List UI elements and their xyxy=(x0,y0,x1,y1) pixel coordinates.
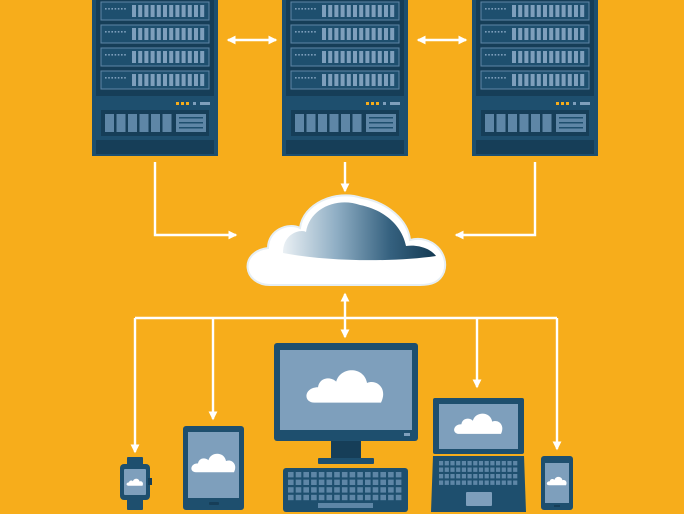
cloud-icon xyxy=(306,370,384,403)
server-rack-icon xyxy=(472,0,598,156)
cloud-icon xyxy=(246,194,447,286)
link-server-left-cloud xyxy=(153,162,238,240)
cloud xyxy=(246,194,447,286)
link-server-right-cloud xyxy=(454,162,537,240)
laptop-keys xyxy=(439,461,518,485)
cloud-icon xyxy=(546,476,567,486)
connectors xyxy=(130,35,562,454)
laptop xyxy=(431,398,526,512)
server-rack-icon xyxy=(282,0,408,156)
smartphone xyxy=(541,456,573,510)
desktop-monitor xyxy=(274,343,418,464)
keyboard-keys xyxy=(288,472,402,508)
cloud-icon xyxy=(126,478,143,486)
server-right xyxy=(472,0,598,156)
server-center xyxy=(282,0,408,156)
server-rack-icon xyxy=(92,0,218,156)
cloud-icon xyxy=(454,413,503,434)
cloud-icon xyxy=(191,453,236,473)
smartwatch xyxy=(120,457,152,510)
server-left xyxy=(92,0,218,156)
keyboard xyxy=(283,468,408,512)
tablet xyxy=(183,426,244,510)
